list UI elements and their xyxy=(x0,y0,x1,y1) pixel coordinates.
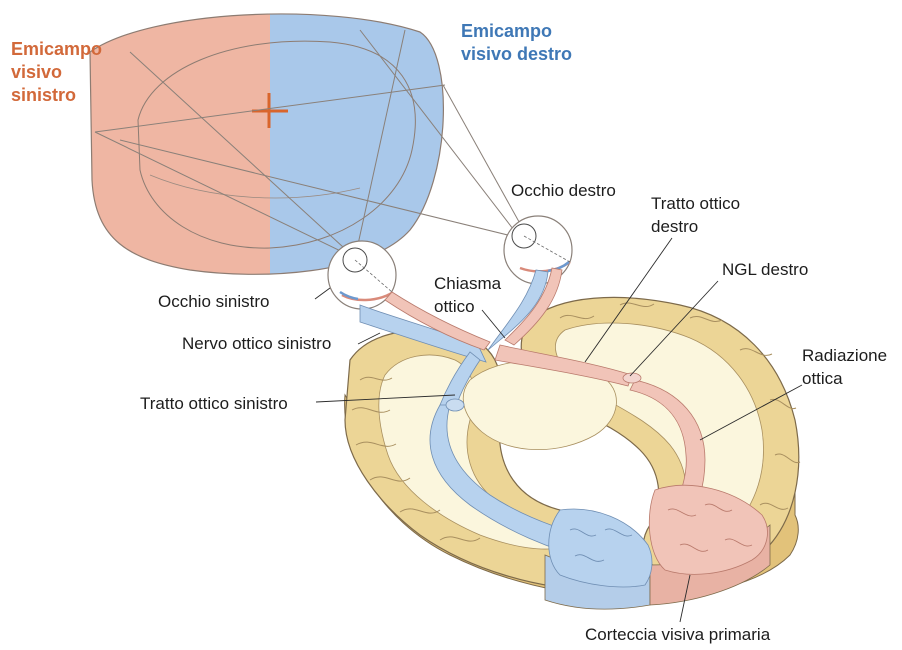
left-hemifield-title-line1: Emicampo xyxy=(11,38,102,61)
label-tratto-ottico-destro-1: Tratto ottico xyxy=(651,193,740,214)
label-chiasma-1: Chiasma xyxy=(434,273,501,294)
right-hemifield-title: Emicampo visivo destro xyxy=(461,20,572,66)
label-nervo-ottico-sinistro: Nervo ottico sinistro xyxy=(182,333,331,354)
label-occhio-sinistro: Occhio sinistro xyxy=(158,291,269,312)
label-radiazione-2: ottica xyxy=(802,368,843,389)
label-corteccia: Corteccia visiva primaria xyxy=(585,624,770,645)
left-hemifield-title-line2: visivo xyxy=(11,61,102,84)
label-ngl-destro: NGL destro xyxy=(722,259,808,280)
label-tratto-ottico-sinistro: Tratto ottico sinistro xyxy=(140,393,288,414)
label-chiasma-2: ottico xyxy=(434,296,475,317)
right-hemifield-title-line1: Emicampo xyxy=(461,20,572,43)
label-radiazione-1: Radiazione xyxy=(802,345,887,366)
ngl-left xyxy=(446,399,464,411)
label-tratto-ottico-destro-2: destro xyxy=(651,216,698,237)
left-hemifield-title-line3: sinistro xyxy=(11,84,102,107)
label-occhio-destro: Occhio destro xyxy=(511,180,616,201)
right-hemifield-title-line2: visivo destro xyxy=(461,43,572,66)
left-hemifield-title: Emicampo visivo sinistro xyxy=(11,38,102,107)
